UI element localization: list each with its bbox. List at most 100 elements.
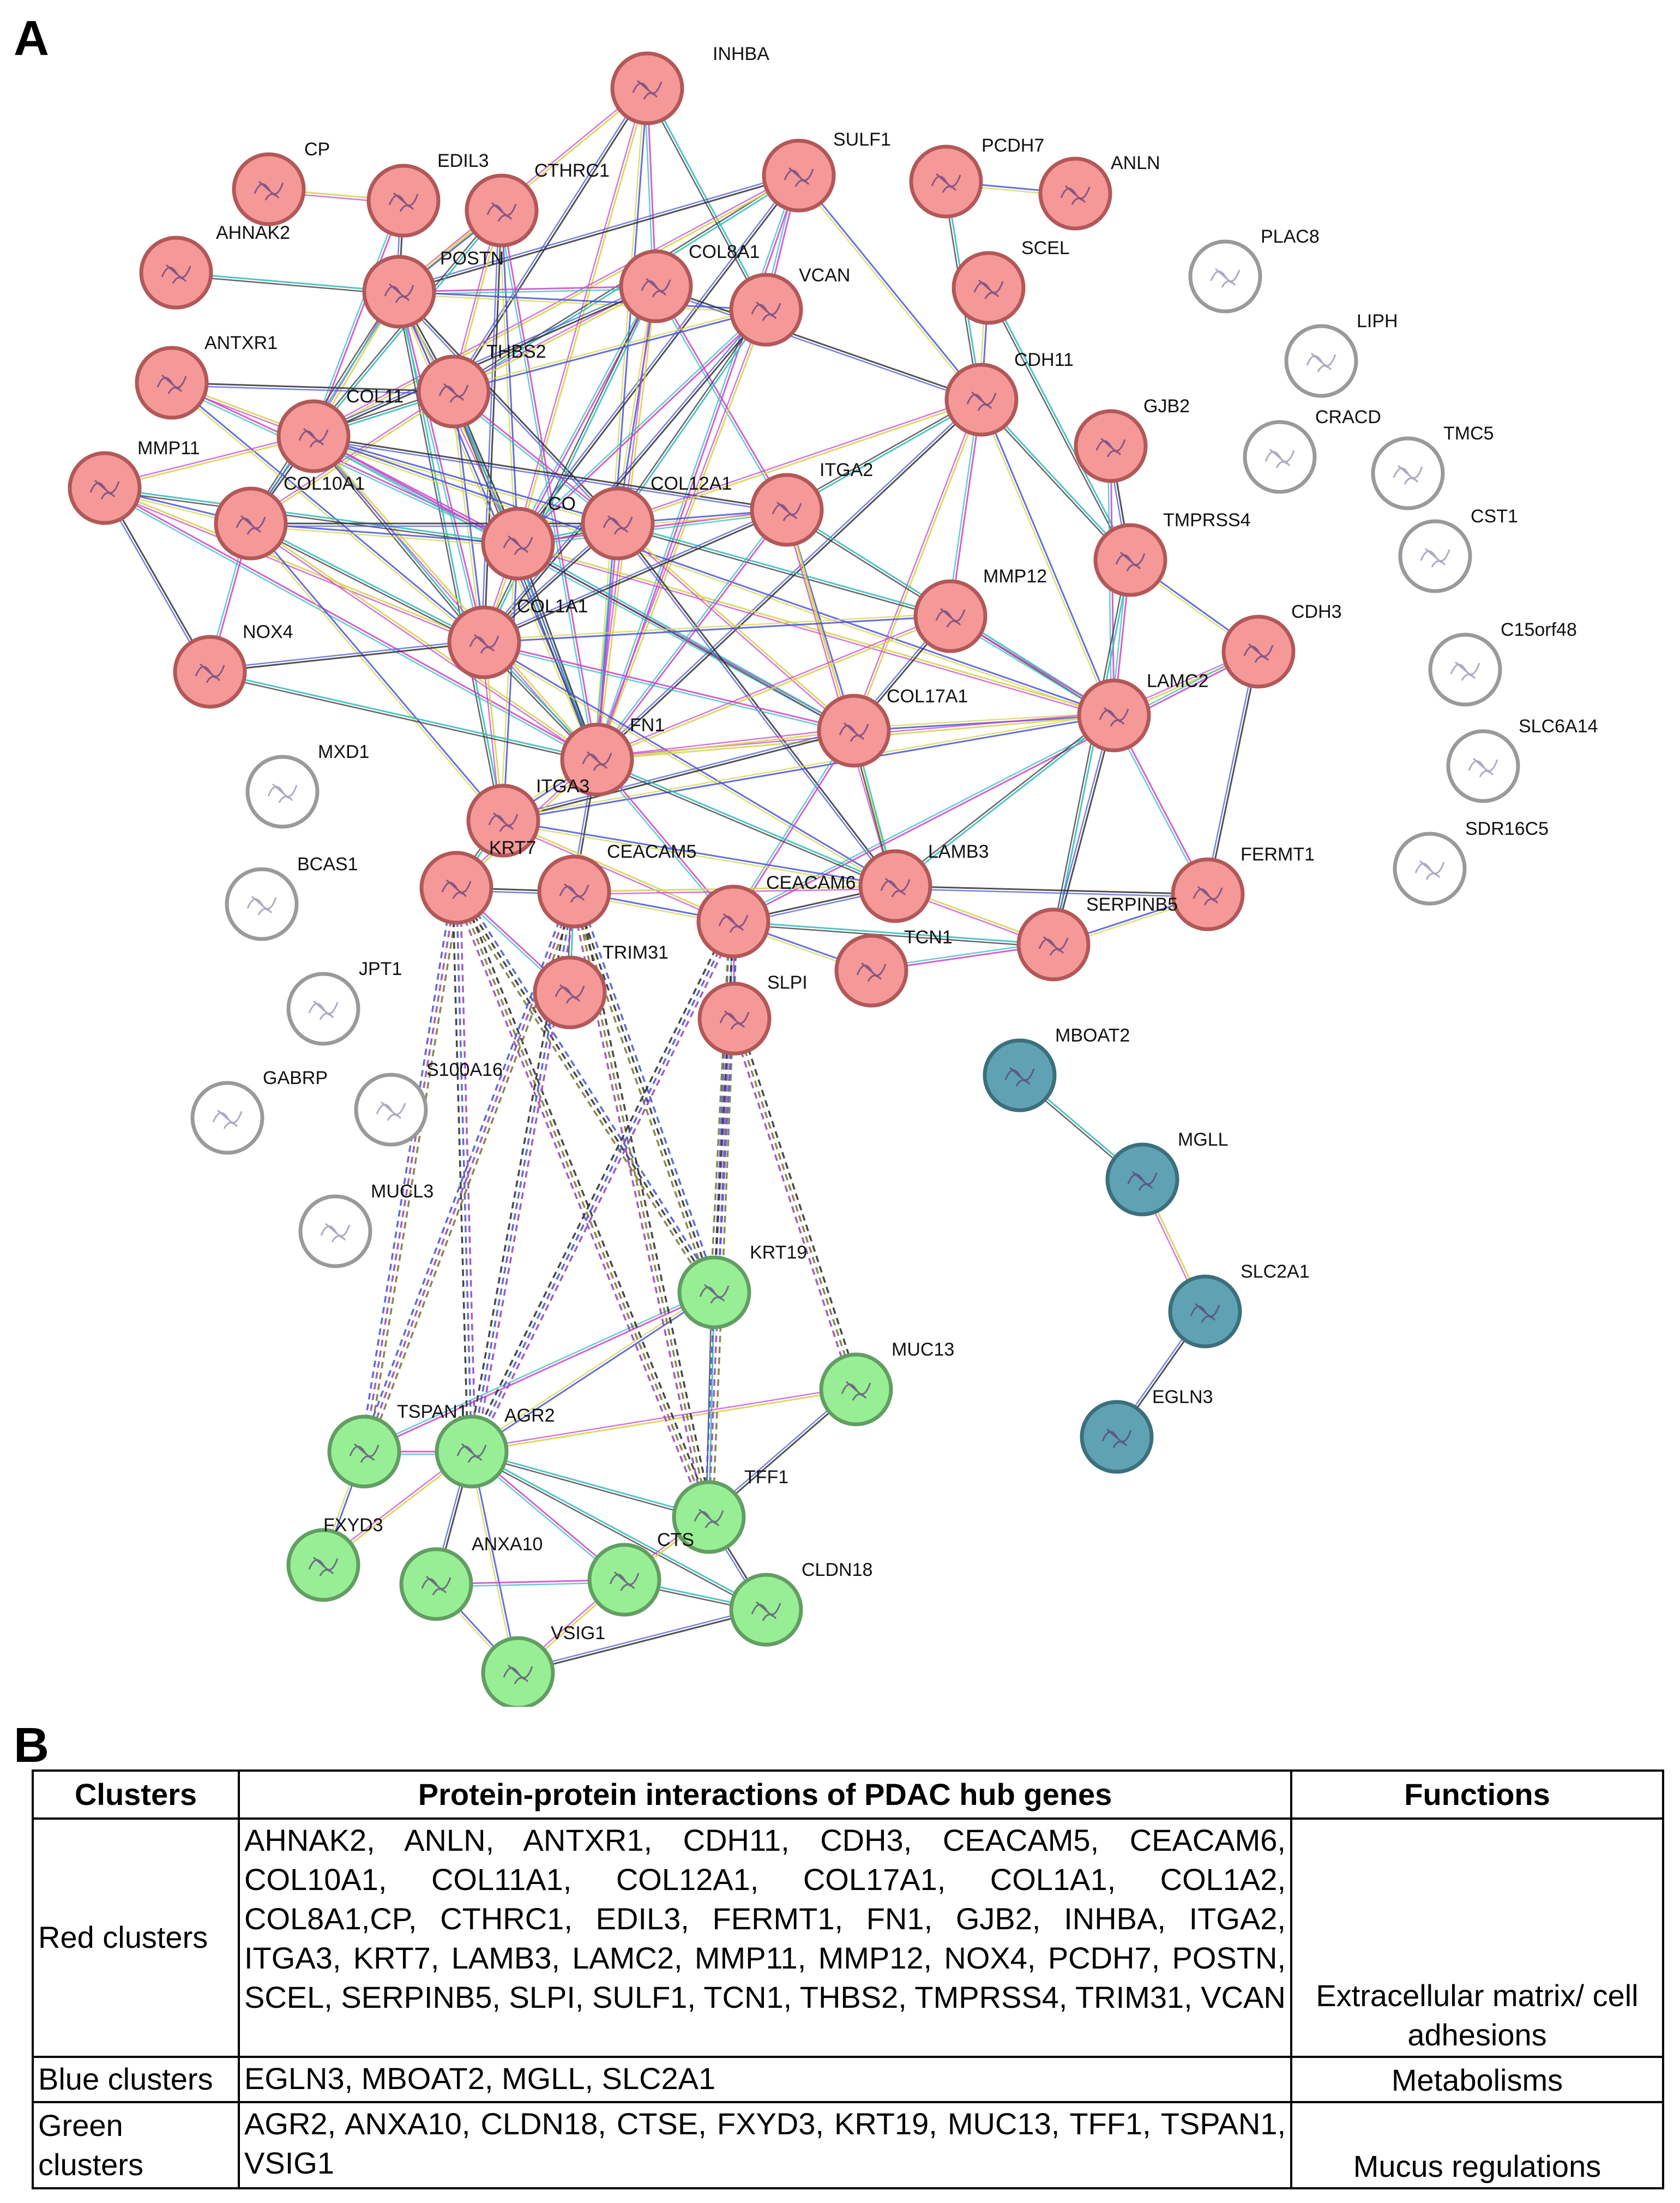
protein-structure-icon [161, 264, 191, 284]
node-mmp11[interactable]: MMP11 [68, 438, 200, 525]
node-serpinb5[interactable]: SERPINB5 [1016, 894, 1178, 982]
edge-col17a1-ceacam6 [732, 730, 855, 922]
node-fermt1[interactable]: FERMT1 [1171, 844, 1315, 931]
edge-evidence-agr2-vsig1 [468, 1452, 516, 1674]
node-itga2[interactable]: ITGA2 [750, 460, 873, 547]
node-cdh11[interactable]: CDH11 [944, 350, 1074, 437]
node-mmp12[interactable]: MMP12 [913, 566, 1047, 653]
node-tmprss4[interactable]: TMPRSS4 [1093, 510, 1251, 597]
node-thbs2[interactable]: THBS2 [417, 341, 546, 429]
node-cp[interactable]: CP [232, 139, 330, 226]
node-cdh3[interactable]: CDH3 [1221, 601, 1342, 689]
edge-evidence-agr2-tff1 [471, 1453, 709, 1521]
protein-structure-icon [1414, 860, 1445, 880]
node-mucl3[interactable]: MUCL3 [298, 1181, 433, 1268]
protein-structure-icon [1243, 643, 1274, 663]
node-label: JPT1 [359, 959, 402, 979]
edge-evidence-lamc2-col17a1 [853, 712, 1114, 729]
node-tspan1[interactable]: TSPAN1 [327, 1401, 468, 1489]
node-krt19[interactable]: KRT19 [677, 1242, 807, 1329]
dashed-edge-ceacam5-agr2 [471, 891, 575, 1452]
node-mgll[interactable]: MGLL [1105, 1129, 1229, 1217]
node-egln3[interactable]: EGLN3 [1080, 1387, 1213, 1474]
node-col10a1[interactable]: COL10A1 [214, 473, 365, 561]
node-ceacam6[interactable]: CEACAM6 [696, 872, 856, 959]
protein-structure-icon [503, 1664, 533, 1684]
node-plac8[interactable]: PLAC8 [1188, 226, 1320, 314]
node-tcn1[interactable]: TCN1 [834, 927, 953, 1008]
node-agr2[interactable]: AGR2 [435, 1405, 555, 1489]
edge-postn-col8a1 [399, 285, 657, 293]
node-sdr16c5[interactable]: SDR16C5 [1393, 818, 1549, 906]
node-krt7[interactable]: KRT7 [419, 838, 536, 925]
edge-evidence-vcan-thbs2 [453, 306, 766, 390]
node-c15orf48[interactable]: C15orf48 [1428, 619, 1577, 707]
node-slc6a14[interactable]: SLC6A14 [1446, 716, 1598, 803]
node-vsig1[interactable]: VSIG1 [481, 1623, 605, 1707]
node-cracd[interactable]: CRACD [1243, 407, 1381, 494]
cluster-name-green: Green clusters [32, 2100, 240, 2190]
node-inhba[interactable]: INHBA [610, 44, 769, 125]
node-tmc5[interactable]: TMC5 [1371, 423, 1494, 510]
node-slc2a1[interactable]: SLC2A1 [1168, 1261, 1310, 1349]
node-s100a16[interactable]: S100A16 [354, 1060, 503, 1147]
node-mboat2[interactable]: MBOAT2 [983, 1025, 1130, 1112]
node-bcas1[interactable]: BCAS1 [225, 854, 358, 941]
node-pcdh7[interactable]: PCDH7 [909, 135, 1044, 219]
node-postn[interactable]: POSTN [362, 248, 504, 329]
node-nox4[interactable]: NOX4 [173, 622, 293, 709]
node-ahnak2[interactable]: AHNAK2 [139, 222, 290, 310]
node-antxr1[interactable]: ANTXR1 [135, 333, 278, 420]
function-blue: Metabolisms [1290, 2055, 1664, 2103]
node-anxa10[interactable]: ANXA10 [399, 1534, 543, 1621]
edge-col8a1-thbs2 [453, 285, 657, 393]
node-mxd1[interactable]: MXD1 [245, 742, 369, 829]
node-slpi[interactable]: SLPI [697, 972, 808, 1056]
node-gabrp[interactable]: GABRP [190, 1068, 328, 1155]
node-fn1[interactable]: FN1 [560, 715, 665, 797]
node-tff1[interactable]: TFF1 [672, 1467, 788, 1554]
dashed-edge-ceacam5-tff1 [577, 890, 714, 1516]
node-vcan[interactable]: VCAN [729, 265, 850, 347]
node-cthrc1[interactable]: CTHRC1 [465, 160, 610, 248]
node-label: PLAC8 [1261, 226, 1320, 247]
dashed-edge-slpi-muc13 [733, 1018, 857, 1390]
node-col11[interactable]: COL11 [276, 386, 404, 473]
node-sulf1[interactable]: SULF1 [762, 129, 891, 213]
node-muc13[interactable]: MUC13 [819, 1339, 954, 1426]
node-col12a1[interactable]: COL12A1 [581, 473, 732, 561]
node-lamc2[interactable]: LAMC2 [1077, 671, 1208, 753]
node-col1a1[interactable]: COL1A1 [447, 596, 588, 679]
node-jpt1[interactable]: JPT1 [286, 959, 402, 1046]
node-anln[interactable]: ANLN [1038, 153, 1160, 231]
protein-structure-icon [559, 883, 589, 903]
node-cts[interactable]: CTS [587, 1530, 694, 1617]
protein-structure-icon [772, 501, 802, 521]
node-label: VSIG1 [551, 1623, 605, 1644]
edge-evidence-antxr1-col1a1 [170, 384, 483, 645]
node-fxyd3[interactable]: FXYD3 [286, 1515, 383, 1602]
protein-structure-icon [609, 1571, 640, 1591]
edge-inhba-fn1 [596, 88, 648, 760]
node-lamb3[interactable]: LAMB3 [858, 841, 989, 923]
node-edil3[interactable]: EDIL3 [366, 151, 489, 238]
node-co[interactable]: CO [481, 493, 576, 581]
node-scel[interactable]: SCEL [952, 238, 1070, 325]
node-cldn18[interactable]: CLDN18 [729, 1560, 872, 1647]
protein-structure-icon [1306, 352, 1336, 372]
dashed-edge-krt7-krt19 [452, 889, 712, 1295]
node-trim31[interactable]: TRIM31 [533, 942, 669, 1030]
edge-co-fn1 [517, 543, 598, 760]
node-ceacam5[interactable]: CEACAM5 [537, 841, 696, 929]
node-col8a1[interactable]: COL8A1 [619, 242, 760, 323]
node-itga3[interactable]: ITGA3 [466, 776, 589, 858]
node-label: KRT19 [750, 1242, 807, 1263]
edge-evidence-cdh11-col17a1 [851, 398, 980, 730]
node-label: GABRP [263, 1068, 328, 1088]
node-liph[interactable]: LIPH [1284, 311, 1398, 398]
node-gjb2[interactable]: GJB2 [1074, 396, 1190, 483]
edge-krt19-tspan1 [364, 1291, 715, 1453]
protein-structure-icon [1115, 551, 1146, 571]
node-cst1[interactable]: CST1 [1398, 506, 1518, 593]
node-col17a1[interactable]: COL17A1 [817, 686, 968, 768]
